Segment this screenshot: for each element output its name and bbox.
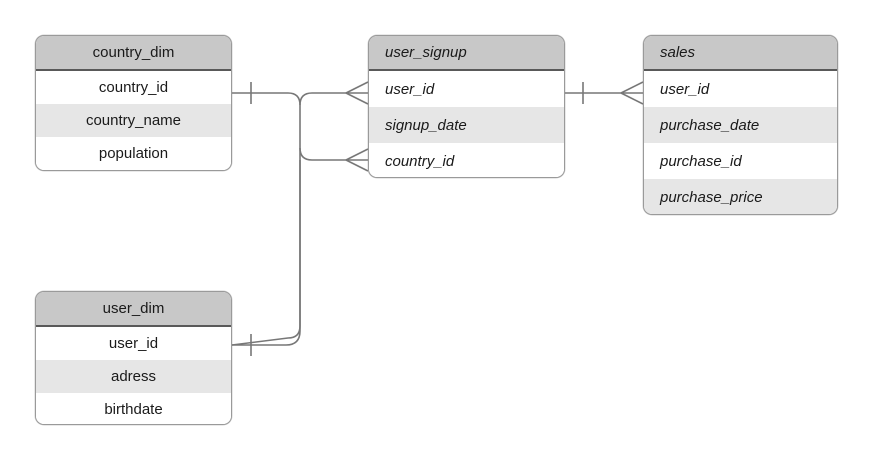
field-sales-purchase_id[interactable]: purchase_id: [644, 143, 837, 179]
cardinality-many-sales-user-id: [620, 81, 644, 105]
field-user_dim-adress[interactable]: adress: [36, 360, 231, 393]
field-user_dim-user_id[interactable]: user_id: [36, 327, 231, 360]
entity-title-sales: sales: [644, 36, 837, 71]
connector-branch-user-id: [299, 92, 346, 106]
field-user_signup-user_id[interactable]: user_id: [369, 71, 564, 107]
field-user_signup-country_id[interactable]: country_id: [369, 143, 564, 177]
field-country_dim-population[interactable]: population: [36, 137, 231, 170]
field-sales-purchase_price[interactable]: purchase_price: [644, 179, 837, 214]
field-user_signup-signup_date[interactable]: signup_date: [369, 107, 564, 143]
connector-branch-country-id: [299, 147, 346, 161]
field-user_dim-birthdate[interactable]: birthdate: [36, 393, 231, 424]
connector-country-dim-trunk: [231, 92, 301, 346]
entity-title-country_dim: country_dim: [36, 36, 231, 71]
connector-user-dim-stub: [232, 160, 301, 346]
field-sales-user_id[interactable]: user_id: [644, 71, 837, 107]
entity-title-user_signup: user_signup: [369, 36, 564, 71]
cardinality-many-user-signup-country-id: [345, 148, 369, 172]
field-sales-purchase_date[interactable]: purchase_date: [644, 107, 837, 143]
cardinality-many-user-signup-user-id: [345, 81, 369, 105]
field-country_dim-country_id[interactable]: country_id: [36, 71, 231, 104]
field-country_dim-country_name[interactable]: country_name: [36, 104, 231, 137]
entity-title-user_dim: user_dim: [36, 292, 231, 327]
